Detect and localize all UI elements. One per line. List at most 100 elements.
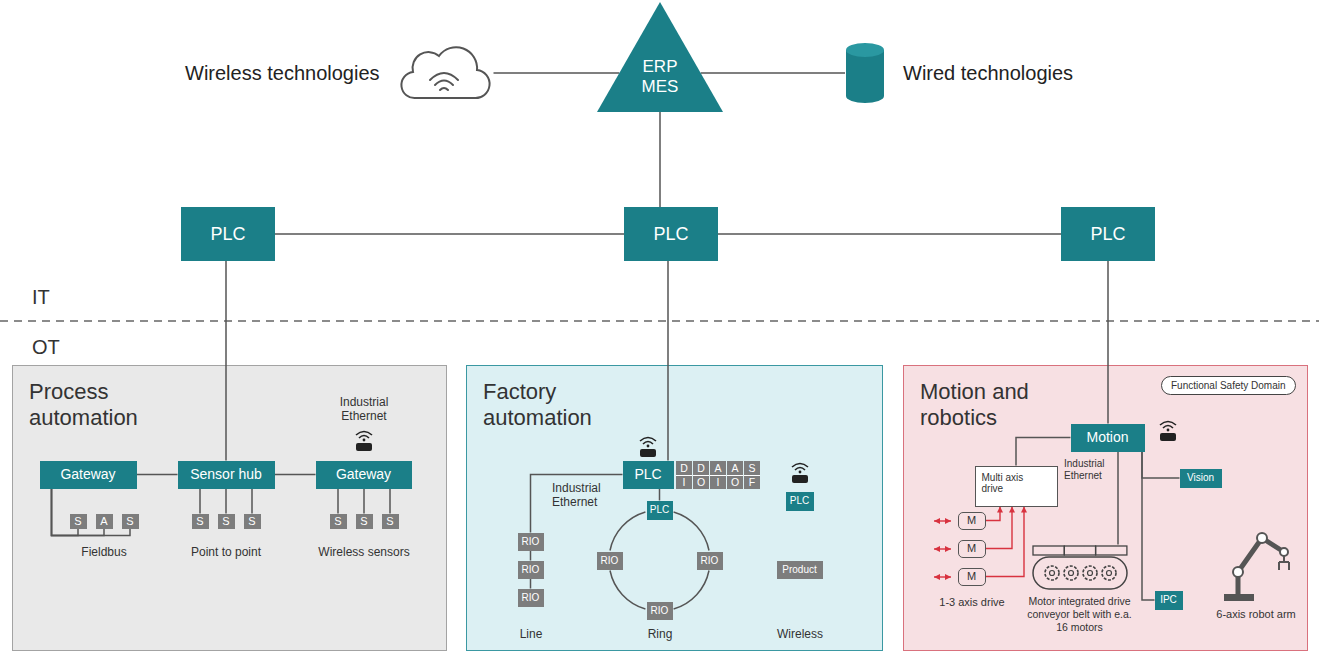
node-label: PLC [790,495,809,507]
panel-heading: Factory automation [483,379,613,431]
drive-segment [1033,546,1064,555]
rio-box: RIO [697,552,723,570]
connector-line [275,474,316,476]
connector-line [659,112,661,207]
motor-box: M [958,512,986,530]
topology-label: Fieldbus [81,546,126,560]
connector-line [1117,452,1119,545]
io-cell: S F [744,461,760,489]
node-label: Product [782,564,816,576]
rio-box: RIO [647,602,673,620]
node-label: PLC [634,466,661,482]
sensor-box: S [356,514,373,529]
sensor-box: S [244,514,261,529]
it-ot-divider [0,320,1319,321]
io-cell-text: A O [731,461,740,489]
gateway-box: Gateway [40,461,137,489]
gear [1045,566,1059,580]
node-label: Gateway [336,466,391,482]
io-cell: A I [710,461,726,489]
rio-box: RIO [518,589,544,607]
connector-line [659,489,661,501]
node-label: IPC [1160,594,1177,606]
topology-label: Wireless [777,628,823,642]
node-label: Wired technologies [903,62,1073,85]
node-label: S [360,515,367,528]
motion-controller-box: Motion [1071,424,1145,452]
label-text: Point to point [191,546,261,560]
sensor-box: S [70,514,87,529]
actuator-box: A [96,514,113,529]
label-text: 1-3 axis drive [939,596,1004,609]
plc-box: PLC [624,207,718,261]
cylinder-body [846,50,884,103]
io-cell-text: D O [697,461,706,489]
node-label: PLC [653,224,688,245]
node-label: M [967,514,976,527]
layer-label: IT [32,286,50,309]
connector-line [137,474,178,476]
connector-line [718,233,1061,235]
connector-line [337,489,339,514]
rio-box: RIO [518,533,544,551]
wireless-arc [430,73,458,80]
node-label: S [386,515,393,528]
network-label: Industrial Ethernet [1064,458,1112,481]
gear [1083,566,1097,580]
node-label: S [126,515,133,528]
database-node: Wired technologies [845,40,1073,106]
connector-line [363,489,365,514]
gear-hub [1049,570,1054,575]
vision-box: Vision [1180,469,1222,488]
label-text: Ring [648,628,673,642]
label-text: IT [32,286,50,309]
rio-box: RIO [597,552,623,570]
label-text: 6-axis robot arm [1216,608,1295,621]
network-label: Industrial Ethernet [332,396,396,424]
motor-box: M [958,568,986,586]
topology-label: Line [520,628,543,642]
layer-label: OT [32,336,60,359]
connector-line [251,489,253,514]
label-text: Industrial Ethernet [332,396,396,424]
wireless-arc [435,81,453,86]
safety-domain-pill: Functional Safety Domain [1161,376,1296,395]
node-label: Gateway [60,466,115,482]
node-label: Vision [1187,472,1214,484]
sensor-box: S [218,514,235,529]
node-label: Functional Safety Domain [1171,380,1286,391]
io-cell-text: A I [714,461,723,489]
erp-mes-triangle: ERP MES [597,2,723,112]
label-text: Line [520,628,543,642]
figure-caption: 6-axis robot arm [1216,608,1295,621]
node-label: RIO [522,592,540,604]
node-label: PLC [1090,224,1125,245]
connector-line [701,72,845,74]
io-cell-text: S F [748,461,757,489]
network-label: Industrial Ethernet [552,482,616,510]
figure-caption: 1-3 axis drive [939,596,1004,609]
plc-box: PLC [623,461,674,489]
plc-box: PLC [181,207,275,261]
connector-line [225,489,227,514]
label-text: OT [32,336,60,359]
cloud-outline [401,47,489,98]
node-label: M [967,542,976,555]
gear-hub [1068,570,1073,575]
belt-outline [1033,557,1127,589]
node-label: RIO [601,555,619,567]
node-label: S [74,515,81,528]
motor-box: M [958,540,986,558]
plc-box: PLC [786,492,814,511]
product-box: Product [777,561,823,579]
wireless-arc [440,88,448,90]
connector-line [530,579,532,589]
gear [1102,566,1116,580]
node-label: Sensor hub [190,466,262,482]
node-label: S [222,515,229,528]
io-cell-text: D I [680,461,689,489]
cloud-node: Wireless technologies [185,40,494,106]
panel-heading: Process automation [29,379,159,431]
gear-hub [1106,570,1111,575]
